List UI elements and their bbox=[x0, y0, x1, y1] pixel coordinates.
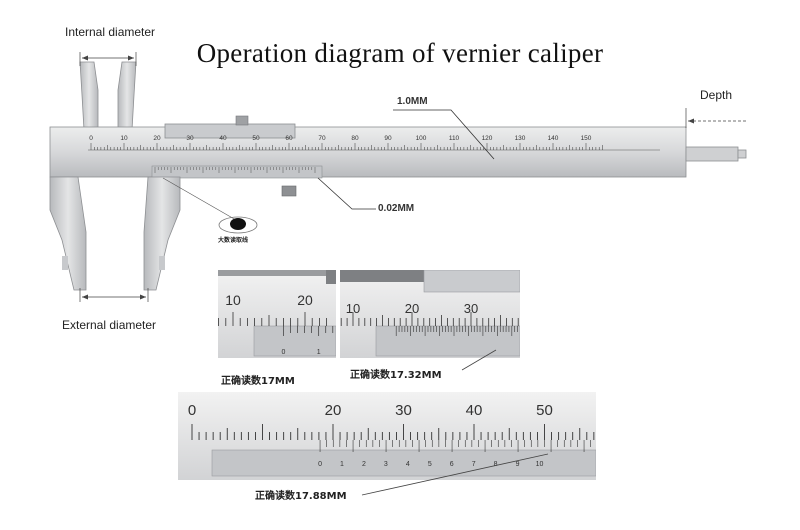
example1-main-number: 20 bbox=[297, 292, 313, 308]
main-scale-number: 0 bbox=[89, 135, 93, 142]
example3-main-number: 30 bbox=[395, 402, 412, 419]
example3-vernier-number: 2 bbox=[362, 461, 366, 468]
lock-screw bbox=[235, 115, 249, 126]
main-scale-number: 140 bbox=[548, 135, 559, 142]
thumb-wheel bbox=[281, 185, 297, 197]
main-scale-number: 30 bbox=[186, 135, 194, 142]
example2-main-number: 30 bbox=[464, 301, 478, 316]
main-scale-number: 130 bbox=[515, 135, 526, 142]
example2-reading: 正确读数17.32MM bbox=[350, 370, 442, 381]
example3-vernier-number: 4 bbox=[406, 461, 410, 468]
example1-vernier-number: 0 bbox=[281, 349, 285, 356]
main-scale-number: 10 bbox=[120, 135, 128, 142]
external-jaw-fixed bbox=[49, 176, 87, 291]
example3-vernier-number: 7 bbox=[472, 461, 476, 468]
main-scale-number: 150 bbox=[581, 135, 592, 142]
depth-rod bbox=[685, 146, 739, 162]
main-scale-number: 70 bbox=[318, 135, 326, 142]
external-jaw-slide bbox=[143, 176, 181, 291]
internal-jaw-fixed bbox=[79, 61, 99, 131]
slider-top bbox=[164, 123, 296, 139]
example1-vernier-number: 1 bbox=[317, 349, 321, 356]
example1-main-number: 10 bbox=[225, 292, 241, 308]
example3-vernier-number: 10 bbox=[536, 461, 544, 468]
example1-reading: 正确读数17MM bbox=[221, 376, 295, 387]
example3-vernier-number: 0 bbox=[318, 461, 322, 468]
main-scale-number: 60 bbox=[285, 135, 293, 142]
external-diameter-label: External diameter bbox=[62, 318, 157, 332]
depth-label: Depth bbox=[700, 88, 733, 102]
example3-main-number: 0 bbox=[188, 402, 196, 419]
main-scale-number: 40 bbox=[219, 135, 227, 142]
main-scale-number: 110 bbox=[449, 135, 460, 142]
example3-main-number: 20 bbox=[325, 402, 342, 419]
example3-vernier-number: 3 bbox=[384, 461, 388, 468]
example2-main-number: 20 bbox=[405, 301, 419, 316]
main-scale-ticks bbox=[90, 143, 603, 150]
main-scale-number: 50 bbox=[252, 135, 260, 142]
main-scale-number: 80 bbox=[351, 135, 359, 142]
main-scale-numbers: 0 10 20 30 40 50 60 70 80 90 100 110 120 130 140 150 bbox=[89, 135, 592, 142]
vernier-plate bbox=[151, 165, 323, 179]
example3-vernier-number: 8 bbox=[494, 461, 498, 468]
example3-vernier-number: 5 bbox=[428, 461, 432, 468]
example3-reading: 正确读数17.88MM bbox=[255, 491, 347, 502]
example3-vernier-number: 6 bbox=[450, 461, 454, 468]
example3-vernier-number: 9 bbox=[516, 461, 520, 468]
example1-panel: 10 20 0 1 bbox=[218, 270, 336, 358]
vernier-callout: 0.02MM bbox=[378, 203, 415, 214]
example3-main-number: 40 bbox=[466, 402, 483, 419]
example3-vernier-number: 1 bbox=[340, 461, 344, 468]
example2-panel: 10 20 30 bbox=[340, 270, 520, 358]
reading-line-badge bbox=[218, 216, 258, 234]
reading-line-badge-text: 大数读取线 bbox=[218, 238, 249, 244]
example2-main-number: 10 bbox=[346, 301, 360, 316]
internal-diameter-label: Internal diameter bbox=[65, 25, 156, 39]
main-scale-number: 90 bbox=[384, 135, 392, 142]
main-scale-callout: 1.0MM bbox=[397, 96, 428, 107]
internal-jaw-slide bbox=[117, 61, 137, 131]
example3-main-number: 50 bbox=[536, 402, 553, 419]
main-scale-number: 100 bbox=[416, 135, 427, 142]
main-scale-number: 120 bbox=[482, 135, 493, 142]
main-scale-number: 20 bbox=[153, 135, 161, 142]
diagram-title: Operation diagram of vernier caliper bbox=[196, 38, 604, 68]
